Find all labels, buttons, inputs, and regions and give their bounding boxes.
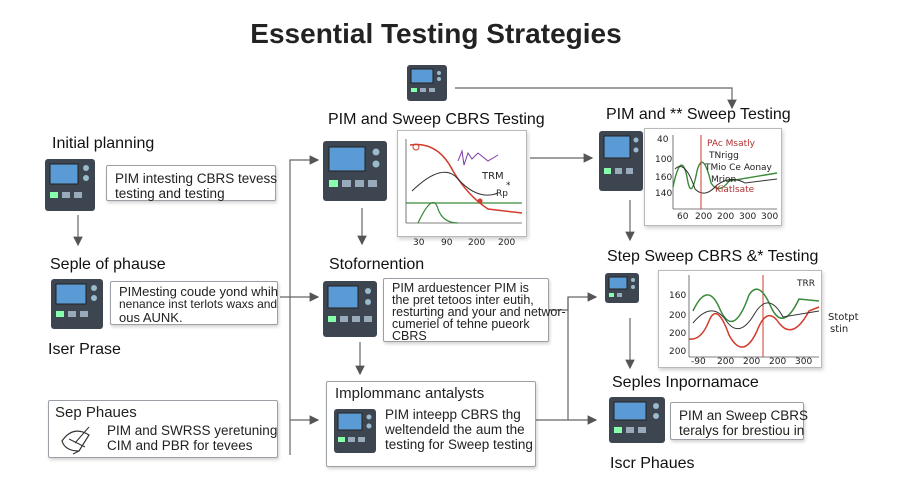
device-icon-sweep	[322, 140, 388, 207]
chart2-ytick-2: 160	[655, 173, 673, 183]
info-box-seples: PIM an Sweep CBRS teralys for brestiou i…	[670, 402, 808, 440]
chart2-legend-1: TNrigg	[709, 151, 739, 161]
heading-implommanc: Implommanc antalysts	[335, 385, 485, 402]
chart3-xtick-1: 200	[717, 357, 735, 367]
chart2-legend-4: Kiatlsate	[715, 185, 755, 195]
info-box-sep: Sep Phaues PIM and SWRSS yeretuning CIM …	[48, 400, 278, 458]
chart2-legend-0: PAc Msatly	[707, 139, 755, 149]
chart1-red-marker	[412, 143, 420, 151]
chart1-point	[477, 198, 483, 204]
chart3-green-curve	[692, 288, 820, 323]
chart2-ytick-0: 40	[657, 135, 669, 145]
chart3-ytick-2: 200	[669, 329, 687, 339]
device-icon-stof	[322, 280, 378, 343]
chart1-red-curve	[409, 143, 523, 214]
heading-pim-sweep-testing: PIM and ** Sweep Testing	[606, 106, 791, 123]
chart2-xtick-0: 60	[677, 212, 689, 222]
chart3-red-curve	[688, 306, 820, 348]
chart2-legend-2: TMio Ce Aonay	[705, 163, 772, 173]
info-box-initial: PIM intesting CBRS tevess testing and te…	[106, 165, 277, 201]
heading-stofornention: Stofornention	[329, 256, 425, 273]
chart1-label-rp: Rp	[496, 189, 508, 199]
chart2-xtick-2: 200	[717, 212, 735, 222]
chart3-corner-label: TRR	[797, 279, 816, 289]
heading-sep-phaues: Sep Phaues	[55, 404, 137, 421]
info-box-stof: PIM arduestencer PIM is the pret tetoos …	[383, 278, 566, 342]
heading-seple-phause: Seple of phause	[50, 256, 166, 273]
heading-step-sweep: Step Sweep CBRS &* Testing	[607, 248, 819, 265]
chart1-xtick-2: 200	[468, 238, 486, 248]
chart2-xtick-1: 200	[695, 212, 713, 222]
chart3-dark-curve	[692, 302, 820, 329]
chart2-green-curve	[672, 161, 778, 190]
chart-sweep-cbrs: TRM Rp *	[397, 130, 527, 237]
chart2-xtick-4: 300	[761, 212, 779, 222]
chart-step-sweep: TRR 160 200 200 200 -90 200 200 200 300	[658, 270, 822, 368]
chart2-ytick-1: 100	[655, 155, 673, 165]
chart3-xtick-4: 300	[795, 357, 813, 367]
connector-bus-middle	[289, 155, 320, 455]
chart2-ytick-3: 140	[655, 189, 673, 199]
info-box-seple: PIMesting coude yond whih nenance inst t…	[110, 281, 278, 325]
page-title: Essential Testing Strategies	[250, 18, 622, 49]
device-icon-top	[406, 64, 448, 107]
chart3-xtick-0: -90	[691, 357, 706, 367]
chart1-green-peak	[417, 201, 459, 224]
device-icon-step	[604, 272, 640, 309]
chart1-label-trm: TRM	[482, 171, 504, 182]
chart3-side-label-1: stin	[830, 324, 849, 335]
device-icon-initial	[44, 158, 96, 217]
heading-initial-planning: Initial planning	[52, 135, 155, 152]
chart-sweep-cbrs-plot	[405, 139, 523, 224]
heading-pim-sweep-cbrs: PIM and Sweep CBRS Testing	[328, 111, 545, 128]
chart2-legend-3: Mrion	[711, 175, 737, 185]
chart3-xtick-3: 200	[769, 357, 787, 367]
chart-step-sweep-plot	[688, 275, 820, 358]
chart1-xtick-0: 30	[413, 238, 425, 248]
chart3-ytick-1: 200	[669, 311, 687, 321]
chart-pim-sweep: PAc Msatly TNrigg TMio Ce Aonay Mrion Ki…	[644, 128, 782, 226]
chart2-xtick-3: 300	[739, 212, 757, 222]
chart3-side-label-0: Stotpt	[828, 312, 859, 323]
chart3-xtick-2: 200	[743, 357, 761, 367]
device-icon-right-top	[598, 130, 644, 197]
chart2-dark-curve	[674, 166, 778, 194]
chart1-purple-curve	[457, 149, 499, 166]
connector-top-right	[455, 87, 737, 110]
heading-iscr-phaues: Iscr Phaues	[610, 455, 695, 472]
chart1-xtick-3: 200	[498, 238, 516, 248]
chart1-xtick-1: 90	[441, 238, 453, 248]
satellite-dish-icon	[59, 421, 99, 458]
heading-seples-inpornamace: Seples Inpornamace	[612, 374, 759, 391]
info-box-impl: Implommanc antalysts PIM inteepp CBRS th…	[326, 381, 536, 467]
device-icon-impl	[333, 408, 377, 457]
device-icon-seples	[608, 396, 666, 449]
chart1-label-star: *	[506, 181, 511, 191]
chart3-ytick-3: 200	[669, 347, 687, 357]
chart-pim-sweep-plot	[672, 135, 778, 210]
device-icon-seple	[50, 278, 104, 335]
heading-iser-prase: Iser Prase	[48, 341, 121, 358]
chart3-ytick-0: 160	[669, 291, 687, 301]
chart1-dark-curve	[411, 171, 499, 196]
